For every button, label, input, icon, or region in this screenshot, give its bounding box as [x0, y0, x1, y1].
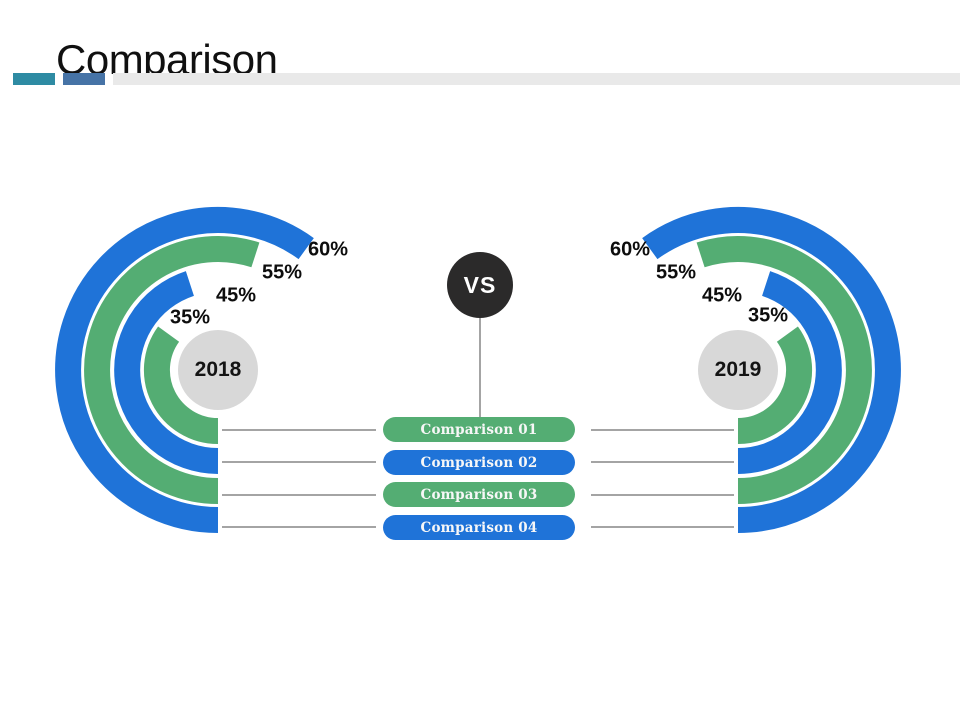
percent-label-2018-45: 45%: [215, 284, 257, 307]
percent-label-2018-55: 55%: [261, 261, 303, 284]
comparison-01-button[interactable]: Comparison 01: [383, 417, 575, 442]
percent-label-2018-60: 60%: [307, 238, 349, 261]
comparison-02-button[interactable]: Comparison 02: [383, 450, 575, 475]
gauge-arc-left-55pct: [84, 236, 260, 504]
vs-badge: VS: [447, 252, 513, 318]
gauge-arc-right-60pct: [642, 207, 901, 533]
divider-blue-segment: [63, 73, 105, 85]
percent-label-2019-60: 60%: [609, 238, 651, 261]
gauge-arc-right-55pct: [696, 236, 872, 504]
comparison-03-button[interactable]: Comparison 03: [383, 482, 575, 507]
gauge-arc-right-45pct: [737, 271, 842, 474]
right-gauge-center-2019: 2019: [698, 330, 778, 410]
gauge-arc-left-60pct: [55, 207, 314, 533]
divider-gray-bar: [113, 73, 960, 85]
left-gauge-center-2018: 2018: [178, 330, 258, 410]
percent-label-2019-45: 45%: [701, 284, 743, 307]
title-divider: [13, 73, 960, 85]
divider-teal-segment: [13, 73, 55, 85]
comparison-04-button[interactable]: Comparison 04: [383, 515, 575, 540]
percent-label-2019-55: 55%: [655, 261, 697, 284]
percent-label-2019-35: 35%: [747, 304, 789, 327]
gauge-arc-right-35pct: [737, 326, 813, 445]
percent-label-2018-35: 35%: [169, 306, 211, 329]
gauge-arc-left-45pct: [114, 271, 219, 474]
gauge-arc-left-35pct: [143, 326, 219, 445]
